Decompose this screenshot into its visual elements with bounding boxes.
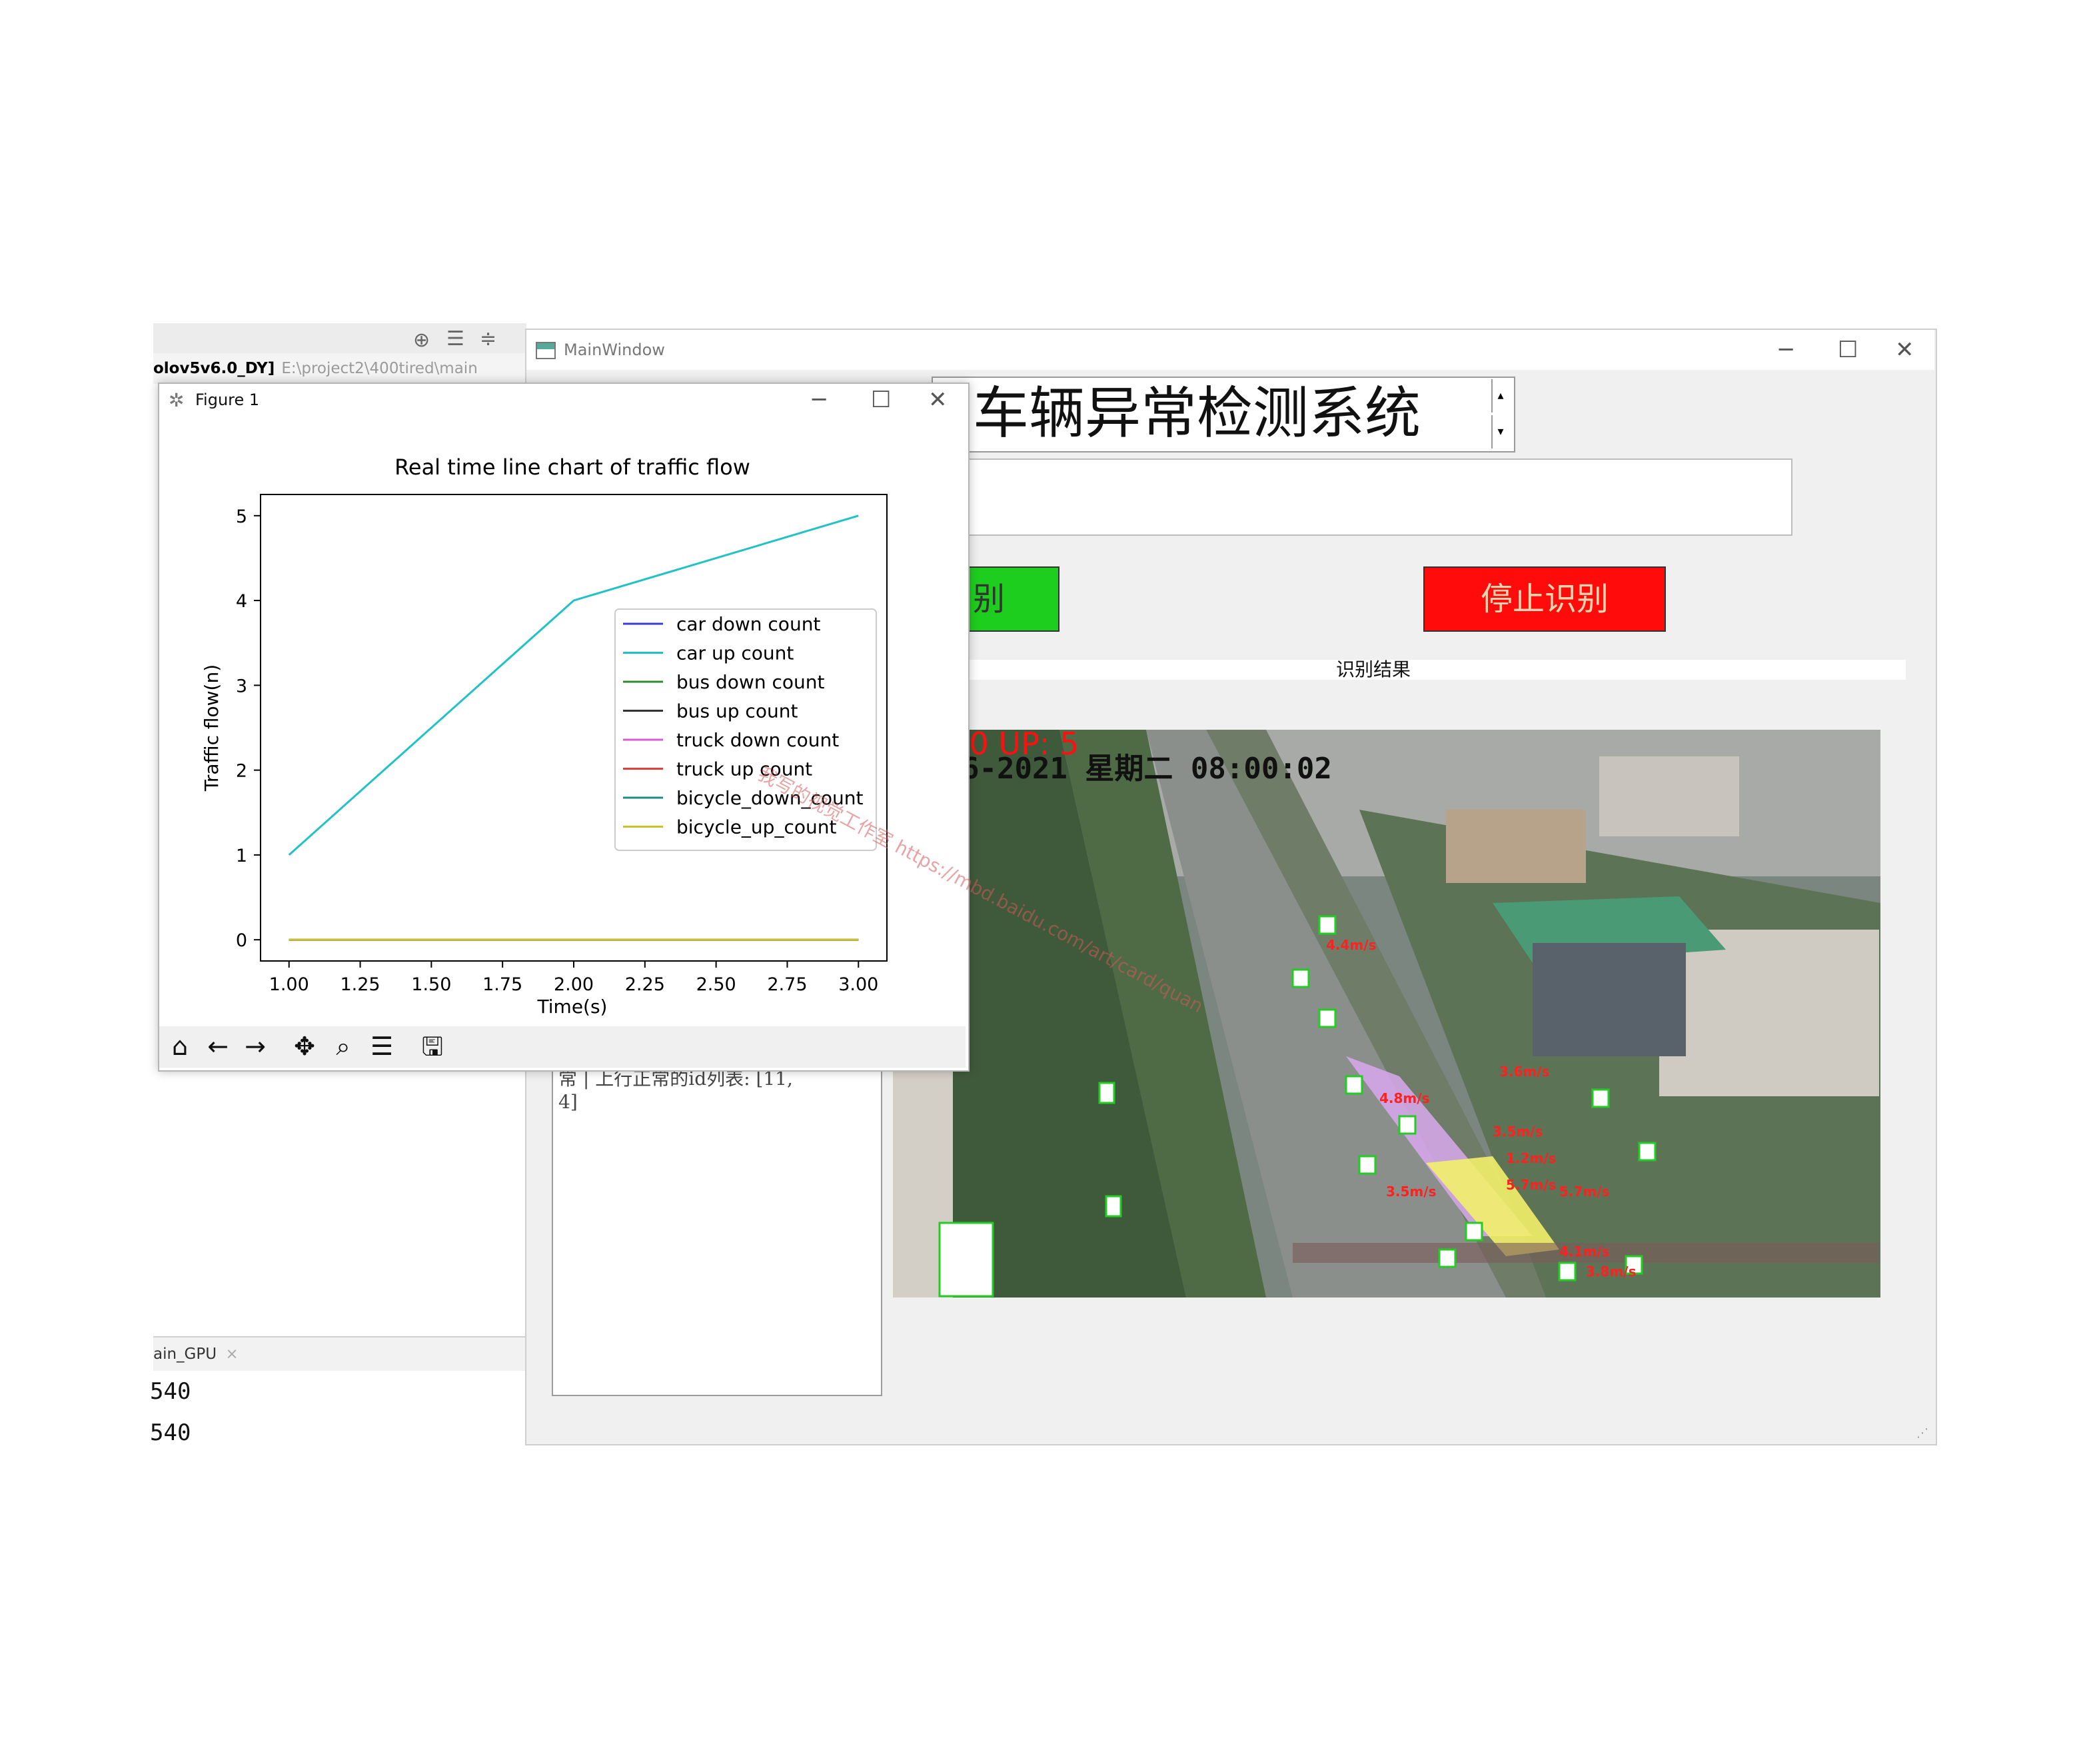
log-textbox[interactable]: 常 | 上行正常的id列表: [11, 4] <box>552 1016 882 1396</box>
figure-title: Figure 1 <box>195 391 260 409</box>
ide-project-path: olov5v6.0_DY] E:\project2\400tired\main <box>153 353 526 384</box>
legend-label: bicycle_down_count <box>676 787 863 809</box>
svg-text:5.7m/s: 5.7m/s <box>1506 1177 1556 1193</box>
collapse-icon[interactable]: ≑ <box>480 327 497 351</box>
project-name: olov5v6.0_DY] <box>153 360 275 377</box>
x-tick-label: 1.25 <box>340 974 380 995</box>
system-title: 车辆异常检测系统 <box>973 381 1421 446</box>
y-tick-label: 1 <box>236 846 247 866</box>
run-tab[interactable]: ain_GPU × <box>153 1336 526 1371</box>
legend-label: truck down count <box>676 729 839 751</box>
svg-text:3.8m/s: 3.8m/s <box>1586 1264 1636 1280</box>
x-tick-label: 1.00 <box>269 974 309 995</box>
svg-text:3.5m/s: 3.5m/s <box>1493 1124 1543 1140</box>
maximize-icon[interactable]: ☐ <box>1838 337 1858 363</box>
legend-label: truck up count <box>676 758 812 780</box>
x-tick-label: 2.00 <box>554 974 594 995</box>
x-tick-label: 2.25 <box>625 974 665 995</box>
project-path: E:\project2\400tired\main <box>281 360 478 377</box>
log-line: 4] <box>558 1091 578 1113</box>
text-input[interactable] <box>933 458 1792 536</box>
close-icon[interactable]: × <box>225 1345 239 1363</box>
svg-text:4.4m/s: 4.4m/s <box>1326 937 1376 953</box>
stop-recognition-button[interactable]: 停止识别 <box>1423 566 1666 632</box>
legend-label: car up count <box>676 642 794 664</box>
series-line <box>288 514 859 856</box>
resize-grip-icon[interactable]: ⋰ <box>1916 1426 1928 1440</box>
expand-icon[interactable]: ☰ <box>446 327 464 351</box>
svg-text:3.5m/s: 3.5m/s <box>1386 1184 1436 1200</box>
chart-title: Real time line chart of traffic flow <box>394 454 750 480</box>
minimize-icon[interactable]: ─ <box>812 387 826 413</box>
y-tick-label: 4 <box>236 591 247 612</box>
start-button-label: 别 <box>973 580 1006 618</box>
svg-text:4.8m/s: 4.8m/s <box>1379 1090 1429 1106</box>
y-axis-label: Traffic flow(n) <box>201 664 223 792</box>
x-axis-label: Time(s) <box>537 996 608 1018</box>
x-tick-label: 3.00 <box>838 974 878 995</box>
traffic-flow-chart: Real time line chart of traffic flow 1.0… <box>201 454 888 1018</box>
figure-titlebar: ✲ Figure 1 ─ ☐ ✕ <box>159 384 966 417</box>
y-tick-label: 2 <box>236 761 247 782</box>
video-time-overlay: -26-2021 星期二 08:00:02 <box>926 752 1332 786</box>
close-icon[interactable]: ✕ <box>1895 337 1914 363</box>
back-arrow-icon[interactable]: ← <box>207 1032 229 1061</box>
maximize-icon[interactable]: ☐ <box>871 387 892 413</box>
run-tab-label: ain_GPU <box>153 1345 217 1363</box>
x-tick-label: 1.75 <box>482 974 522 995</box>
legend-box <box>614 608 877 851</box>
target-icon[interactable]: ⊕ <box>413 329 430 352</box>
traffic-scene-image: 4.4m/s 4.8m/s 3.6m/s 3.5m/s 1.2m/s 3.5m/s 5.… <box>893 730 1880 1298</box>
home-icon[interactable]: ⌂ <box>171 1032 189 1061</box>
minimize-icon[interactable]: ─ <box>1779 337 1793 363</box>
svg-text:3.6m/s: 3.6m/s <box>1499 1064 1549 1080</box>
x-tick-label: 2.75 <box>767 974 807 995</box>
app-icon <box>536 342 556 359</box>
x-tick-label: 1.50 <box>411 974 451 995</box>
svg-text:1.2m/s: 1.2m/s <box>1506 1150 1556 1166</box>
spin-up-icon[interactable]: ▴ <box>1491 379 1509 413</box>
system-title-box[interactable]: ▴ ▾ <box>932 377 1515 452</box>
forward-arrow-icon[interactable]: → <box>245 1032 266 1061</box>
x-tick-label: 2.50 <box>696 974 736 995</box>
legend-label: car down count <box>676 613 820 635</box>
detection-video-frame: 4.4m/s 4.8m/s 3.6m/s 3.5m/s 1.2m/s 3.5m/s 5.… <box>893 730 1880 1298</box>
pan-icon[interactable]: ✥ <box>294 1032 315 1061</box>
svg-text:4.1m/s: 4.1m/s <box>1559 1244 1609 1260</box>
y-tick-label: 3 <box>236 676 247 696</box>
matplotlib-icon: ✲ <box>169 389 185 411</box>
console-line: 540 <box>150 1419 191 1446</box>
y-tick-label: 0 <box>236 930 247 951</box>
result-label: 识别结果 <box>1336 658 1411 680</box>
spin-down-icon[interactable]: ▾ <box>1491 415 1509 448</box>
save-icon[interactable]: 🖫 <box>421 1032 444 1061</box>
chart-legend: car down count car up count bus down count… <box>614 608 877 851</box>
ide-toolbar: ⊕ ☰ ≑ <box>153 323 526 357</box>
main-window-titlebar: MainWindow ─ ☐ ✕ <box>526 330 1934 370</box>
configure-subplots-icon[interactable]: ☰ <box>370 1032 394 1061</box>
legend-label: bicycle_up_count <box>676 816 836 838</box>
main-window-title: MainWindow <box>564 341 665 359</box>
legend-label: bus up count <box>676 700 798 722</box>
figure-toolbar <box>159 1026 966 1068</box>
console-line: 540 <box>150 1378 191 1405</box>
zoom-icon[interactable]: ⌕ <box>336 1032 350 1061</box>
legend-label: bus down count <box>676 671 824 693</box>
svg-text:5.7m/s: 5.7m/s <box>1559 1184 1609 1200</box>
close-icon[interactable]: ✕ <box>928 387 948 413</box>
result-header-bar <box>933 660 1906 680</box>
y-tick-label: 5 <box>236 506 247 527</box>
